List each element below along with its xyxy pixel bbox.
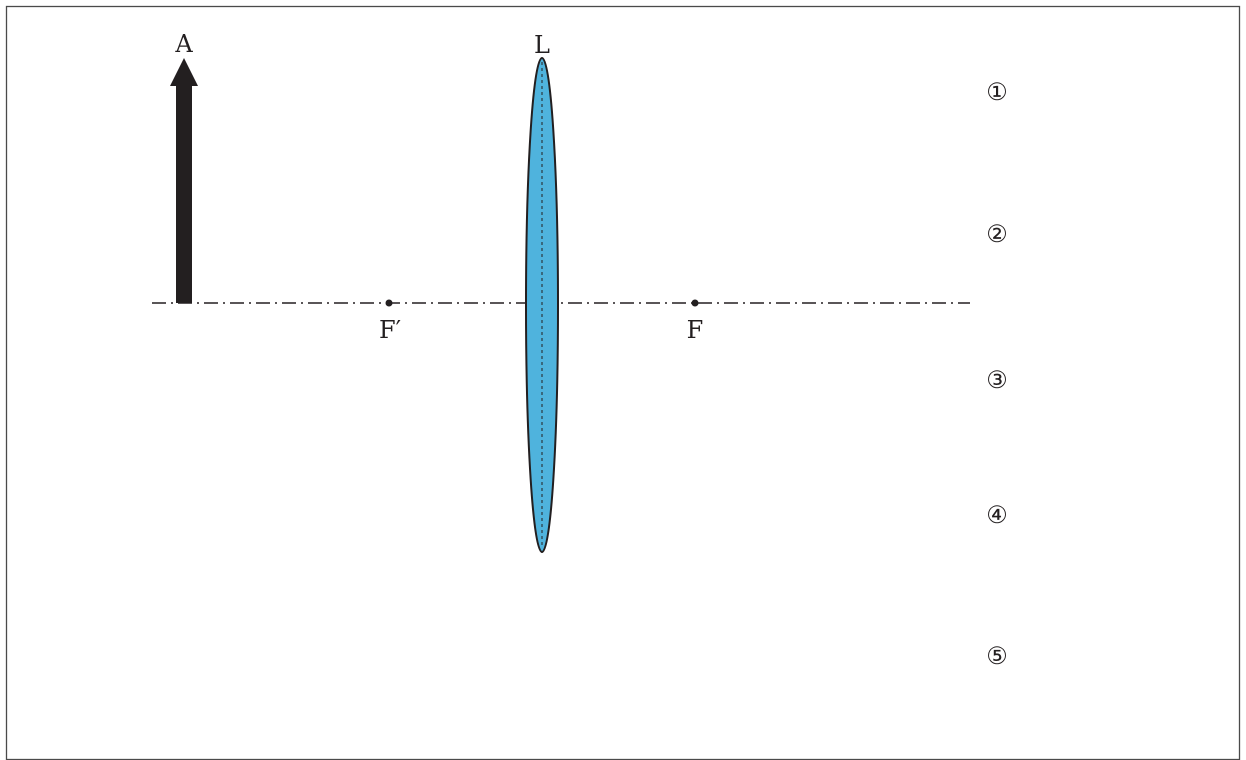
lens-label: L: [534, 31, 550, 59]
object-arrow: [170, 58, 198, 303]
focal-point-image-side: [691, 299, 699, 307]
focal-point-object-side: [385, 299, 393, 307]
mark-4: ④: [986, 501, 1008, 529]
focal-point-object-side-label: F′: [379, 316, 401, 344]
focal-point-image-side-label: F: [687, 316, 704, 344]
mark-5: ⑤: [986, 642, 1008, 670]
mark-1: ①: [986, 78, 1008, 106]
mark-3: ③: [986, 366, 1008, 394]
object-label: A: [174, 30, 193, 58]
mark-2: ②: [986, 220, 1008, 248]
